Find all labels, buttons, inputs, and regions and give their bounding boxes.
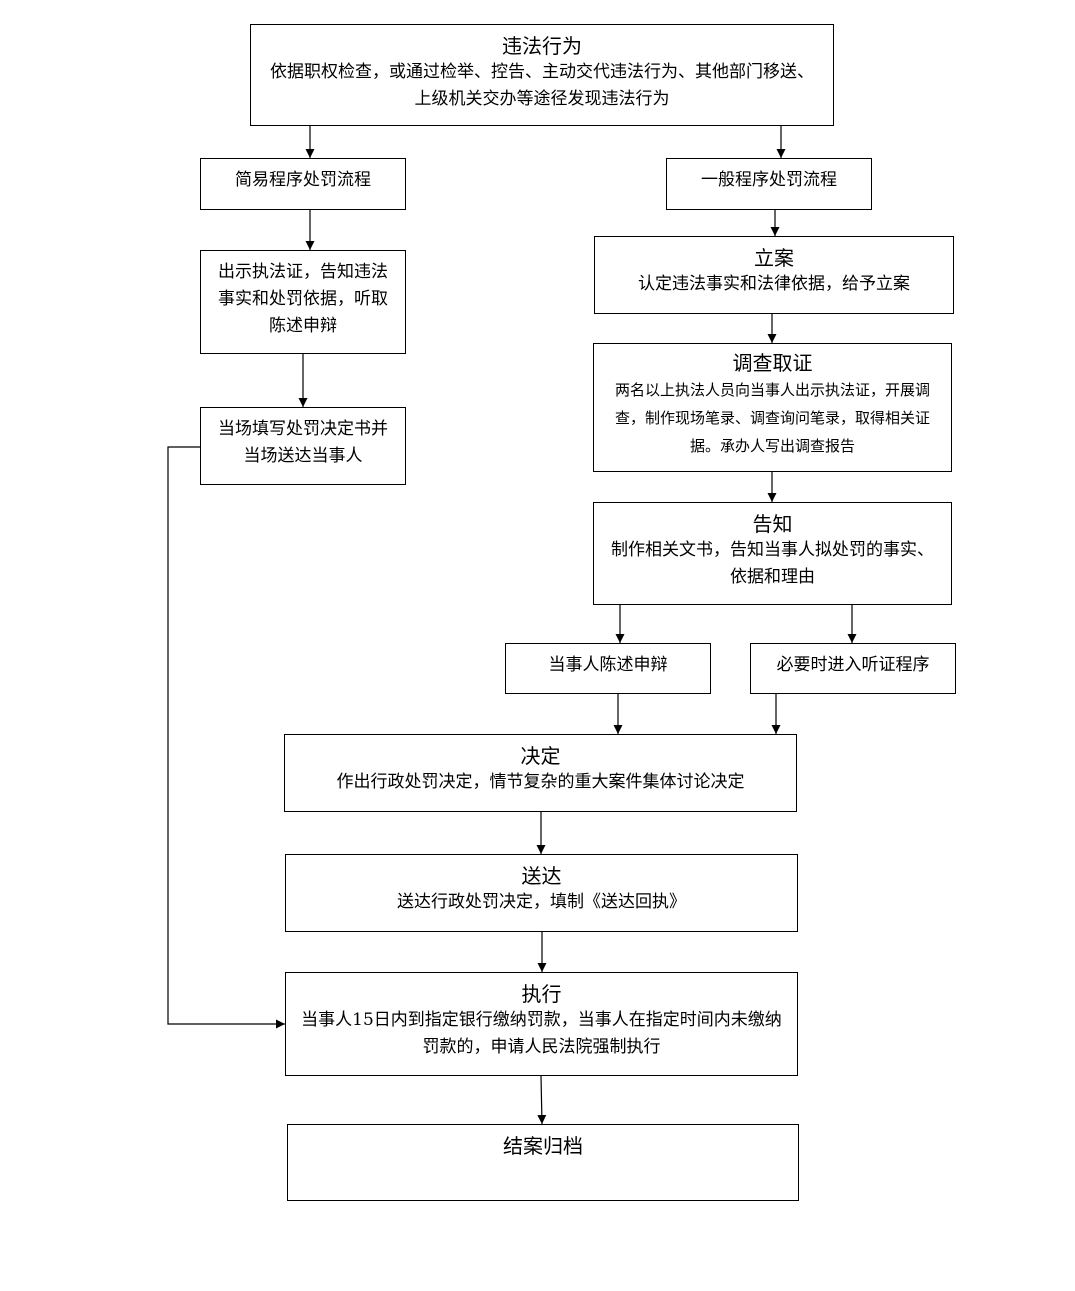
node-fill-decision-label: 当场填写处罚决定书并当场送达当事人 — [218, 419, 388, 466]
node-filing-desc: 认定违法事实和法律依据，给予立案 — [638, 274, 910, 294]
node-general-procedure: 一般程序处罚流程 — [666, 158, 872, 210]
node-hearing: 必要时进入听证程序 — [750, 643, 956, 694]
arrow-fill-to-execution — [167, 446, 285, 1029]
node-violation-desc: 依据职权检查，或通过检举、控告、主动交代违法行为、其他部门移送、上级机关交办等途… — [270, 62, 814, 109]
node-notification-desc: 制作相关文书，告知当事人拟处罚的事实、依据和理由 — [611, 540, 934, 587]
node-archive-title: 结案归档 — [503, 1134, 583, 1158]
node-execution-desc: 当事人15日内到指定银行缴纳罚款，当事人在指定时间内未缴纳罚款的，申请人民法院强… — [301, 1010, 782, 1057]
node-show-certificate: 出示执法证，告知违法事实和处罚依据，听取陈述申辩 — [200, 250, 406, 354]
node-general-procedure-label: 一般程序处罚流程 — [701, 170, 837, 190]
node-decision-title: 决定 — [520, 744, 561, 768]
node-statement-defense: 当事人陈述申辩 — [505, 643, 711, 694]
node-notification: 告知 制作相关文书，告知当事人拟处罚的事实、依据和理由 — [593, 502, 952, 605]
node-violation: 违法行为 依据职权检查，或通过检举、控告、主动交代违法行为、其他部门移送、上级机… — [250, 24, 834, 126]
node-fill-decision: 当场填写处罚决定书并当场送达当事人 — [200, 407, 406, 485]
node-execution: 执行 当事人15日内到指定银行缴纳罚款，当事人在指定时间内未缴纳罚款的，申请人民… — [285, 972, 798, 1076]
node-delivery-title: 送达 — [521, 864, 562, 888]
node-delivery-desc: 送达行政处罚决定，填制《送达回执》 — [397, 892, 686, 912]
node-violation-title: 违法行为 — [502, 34, 582, 58]
arrow-execution-to-archive — [537, 1075, 547, 1125]
node-execution-title: 执行 — [521, 982, 562, 1006]
node-filing-title: 立案 — [754, 246, 794, 270]
node-simple-procedure-label: 简易程序处罚流程 — [235, 170, 371, 190]
node-archive: 结案归档 — [287, 1124, 799, 1201]
node-investigation-desc: 两名以上执法人员向当事人出示执法证，开展调查，制作现场笔录、调查询问笔录，取得相… — [614, 381, 930, 455]
node-delivery: 送达 送达行政处罚决定，填制《送达回执》 — [285, 854, 798, 932]
node-notification-title: 告知 — [752, 512, 793, 536]
node-statement-defense-label: 当事人陈述申辩 — [548, 655, 668, 675]
node-investigation-title: 调查取证 — [732, 351, 813, 375]
node-decision: 决定 作出行政处罚决定，情节复杂的重大案件集体讨论决定 — [284, 734, 797, 812]
node-decision-desc: 作出行政处罚决定，情节复杂的重大案件集体讨论决定 — [336, 772, 745, 792]
node-hearing-label: 必要时进入听证程序 — [776, 655, 930, 675]
node-investigation: 调查取证 两名以上执法人员向当事人出示执法证，开展调查，制作现场笔录、调查询问笔… — [593, 343, 952, 472]
node-filing: 立案 认定违法事实和法律依据，给予立案 — [594, 236, 954, 314]
node-show-certificate-label: 出示执法证，告知违法事实和处罚依据，听取陈述申辩 — [218, 262, 388, 336]
node-simple-procedure: 简易程序处罚流程 — [200, 158, 406, 210]
